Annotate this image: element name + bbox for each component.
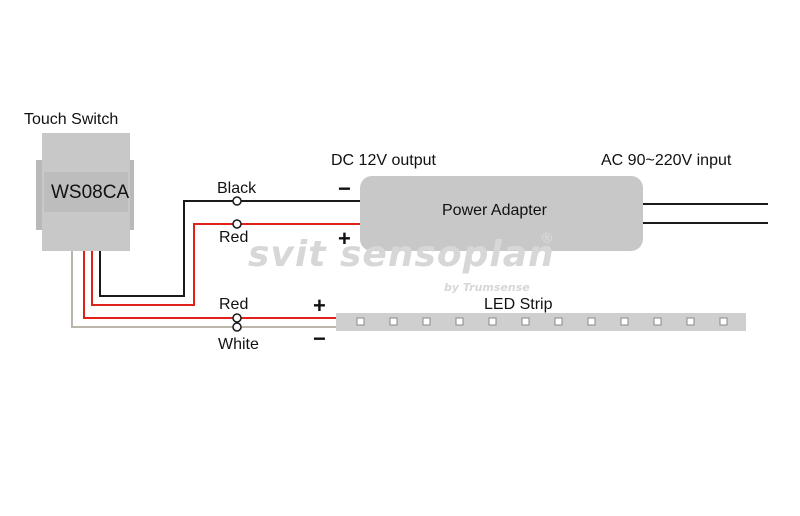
wire-label-red-bottom: Red (219, 296, 249, 313)
wire-white (71, 251, 234, 328)
dc-output-label: DC 12V output (331, 152, 436, 169)
power-adapter-body (360, 176, 643, 251)
led-chip (488, 317, 497, 326)
power-adapter-label: Power Adapter (442, 202, 547, 219)
wire-black (99, 200, 234, 297)
led-chip (389, 317, 398, 326)
watermark-brand: svit sensoplan (248, 234, 555, 275)
led-chip (521, 317, 530, 326)
terminal-red-bottom (232, 313, 242, 323)
switch-label-plate (44, 172, 128, 212)
adapter-plus-sign: + (338, 226, 351, 251)
wire-label-black: Black (217, 180, 257, 197)
wire-red-bottom (83, 251, 234, 319)
switch-tab-left (36, 160, 46, 230)
terminal-white (232, 322, 242, 332)
led-chip (356, 317, 365, 326)
led-chip (653, 317, 662, 326)
wire-label-white: White (218, 336, 259, 353)
watermark-registered-mark: ® (540, 231, 555, 247)
led-chip (554, 317, 563, 326)
led-strip-label: LED Strip (484, 296, 553, 313)
led-chip (719, 317, 728, 326)
led-chip (422, 317, 431, 326)
led-strip-leds (356, 317, 728, 326)
terminal-black (232, 196, 242, 206)
led-chip (686, 317, 695, 326)
led-chip (587, 317, 596, 326)
strip-plus-sign: + (313, 293, 326, 318)
adapter-minus-sign: − (338, 176, 351, 201)
terminal-red-top (232, 219, 242, 229)
ac-input-label: AC 90~220V input (601, 152, 732, 169)
wire-label-red-top: Red (219, 229, 249, 246)
switch-title: Touch Switch (24, 111, 119, 128)
led-strip-body (336, 313, 746, 331)
strip-minus-sign: − (313, 326, 326, 351)
wire-red-top (91, 223, 234, 306)
watermark-sub: by Trumsense (444, 281, 530, 294)
led-chip (620, 317, 629, 326)
switch-model: WS08CA (51, 182, 130, 203)
led-chip (455, 317, 464, 326)
